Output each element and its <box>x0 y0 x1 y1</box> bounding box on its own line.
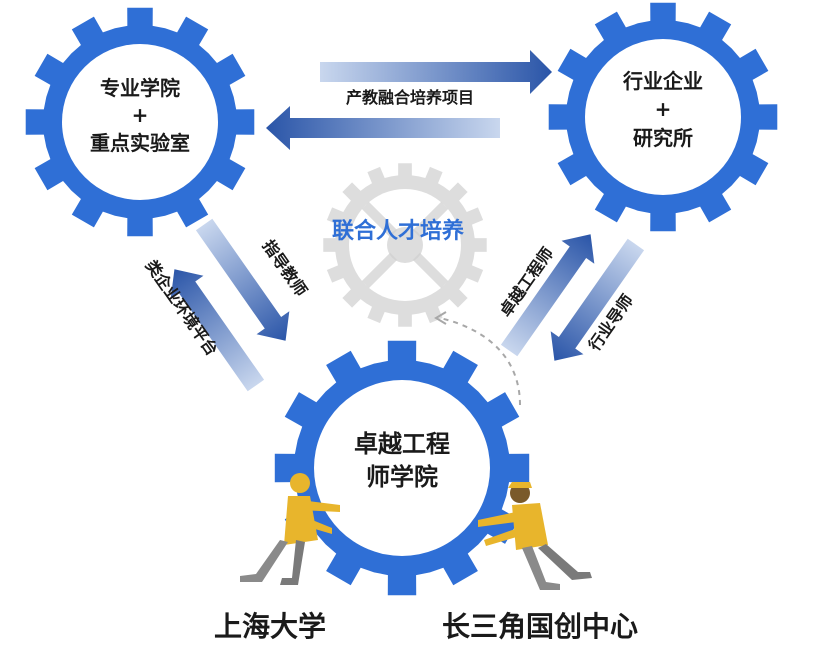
gear-bottom-line2: 师学院 <box>366 463 438 491</box>
gear-right-line2: 研究所 <box>633 126 693 150</box>
dashed-arc-arrowhead <box>434 311 447 325</box>
bottom-label-right: 长三角国创中心 <box>442 610 638 643</box>
gear-right-plus: + <box>655 97 672 121</box>
arrow-right-down <box>550 238 645 361</box>
arrow-right-top <box>320 50 552 94</box>
gear-right-center <box>585 39 741 195</box>
bottom-label-left: 上海大学 <box>214 610 326 643</box>
gear-left <box>25 7 255 237</box>
gear-left-line2: 重点实验室 <box>90 131 190 155</box>
arrow-right-up <box>500 234 595 357</box>
arrow-left-top <box>266 106 500 150</box>
gear-left-line1: 专业学院 <box>100 76 180 100</box>
arrow-label-top: 产教融合培养项目 <box>346 88 474 107</box>
arrow-left-up <box>170 269 265 392</box>
center-label: 联合人才培养 <box>332 218 464 244</box>
gear-right <box>548 2 778 232</box>
gear-bottom-center <box>314 380 490 556</box>
gear-right-line1: 行业企业 <box>622 69 703 93</box>
gear-bottom <box>274 340 530 596</box>
gear-left-center <box>62 44 218 200</box>
gear-left-plus: + <box>132 103 149 127</box>
person-pushing-left-icon <box>240 473 340 585</box>
arrow-label-left-down: 指导教师 <box>259 236 311 299</box>
dashed-rotation-arc <box>439 317 521 406</box>
person-pushing-right-icon <box>478 482 592 590</box>
background-gear-icon <box>323 163 487 327</box>
arrow-left-down <box>195 218 290 341</box>
gear-bottom-line1: 卓越工程 <box>354 430 450 458</box>
